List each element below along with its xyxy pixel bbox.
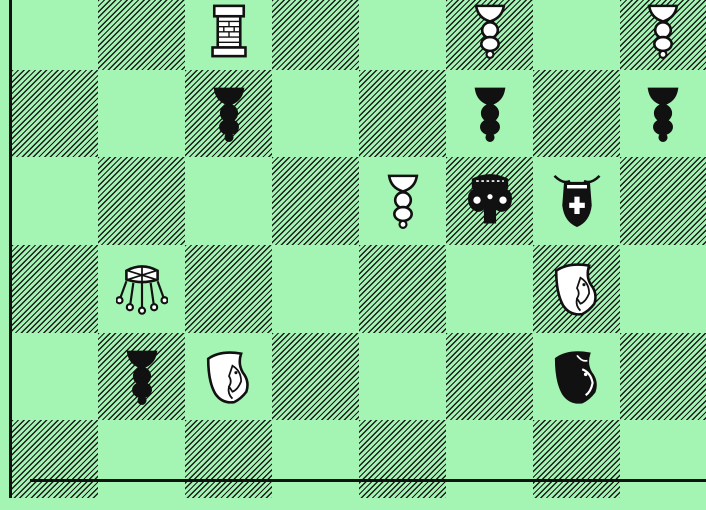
light-square[interactable] bbox=[12, 333, 98, 420]
dark-square[interactable] bbox=[272, 333, 359, 420]
black-pawn-icon[interactable] bbox=[637, 83, 689, 145]
dark-square[interactable] bbox=[533, 420, 620, 498]
light-square[interactable] bbox=[620, 245, 706, 333]
dark-square[interactable] bbox=[98, 157, 185, 245]
white-pawn-icon[interactable] bbox=[637, 0, 689, 62]
black-king-icon[interactable] bbox=[551, 170, 603, 232]
light-square[interactable] bbox=[272, 420, 359, 498]
dark-square[interactable] bbox=[359, 245, 446, 333]
light-square[interactable] bbox=[359, 333, 446, 420]
dark-square[interactable] bbox=[620, 333, 706, 420]
light-square[interactable] bbox=[12, 157, 98, 245]
black-pawn-icon[interactable] bbox=[116, 346, 168, 408]
dark-square[interactable] bbox=[446, 333, 533, 420]
black-knight-icon[interactable] bbox=[551, 346, 603, 408]
white-queen-icon[interactable] bbox=[116, 258, 168, 320]
white-pawn-icon[interactable] bbox=[377, 170, 429, 232]
white-pawn-icon[interactable] bbox=[464, 0, 516, 62]
black-pawn-icon[interactable] bbox=[464, 83, 516, 145]
light-square[interactable] bbox=[272, 245, 359, 333]
light-square[interactable] bbox=[446, 420, 533, 498]
dark-square[interactable] bbox=[185, 245, 272, 333]
dark-square[interactable] bbox=[98, 0, 185, 70]
board-bottom-border bbox=[30, 479, 706, 482]
light-square[interactable] bbox=[446, 245, 533, 333]
white-knight-icon[interactable] bbox=[551, 258, 603, 320]
dark-square[interactable] bbox=[272, 0, 359, 70]
black-pawn-icon[interactable] bbox=[203, 83, 255, 145]
light-square[interactable] bbox=[98, 420, 185, 498]
dark-square[interactable] bbox=[185, 420, 272, 498]
white-knight-icon[interactable] bbox=[203, 346, 255, 408]
white-rook-icon[interactable] bbox=[203, 0, 255, 62]
dark-square[interactable] bbox=[359, 70, 446, 157]
light-square[interactable] bbox=[98, 70, 185, 157]
dark-square[interactable] bbox=[12, 70, 98, 157]
dark-square[interactable] bbox=[533, 70, 620, 157]
dark-square[interactable] bbox=[12, 245, 98, 333]
board-left-border bbox=[9, 0, 12, 498]
light-square[interactable] bbox=[272, 70, 359, 157]
dark-square[interactable] bbox=[12, 420, 98, 498]
light-square[interactable] bbox=[12, 0, 98, 70]
black-queen-icon[interactable] bbox=[464, 170, 516, 232]
light-square[interactable] bbox=[620, 420, 706, 498]
light-square[interactable] bbox=[185, 157, 272, 245]
light-square[interactable] bbox=[533, 0, 620, 70]
light-square[interactable] bbox=[359, 0, 446, 70]
dark-square[interactable] bbox=[359, 420, 446, 498]
dark-square[interactable] bbox=[272, 157, 359, 245]
dark-square[interactable] bbox=[620, 157, 706, 245]
